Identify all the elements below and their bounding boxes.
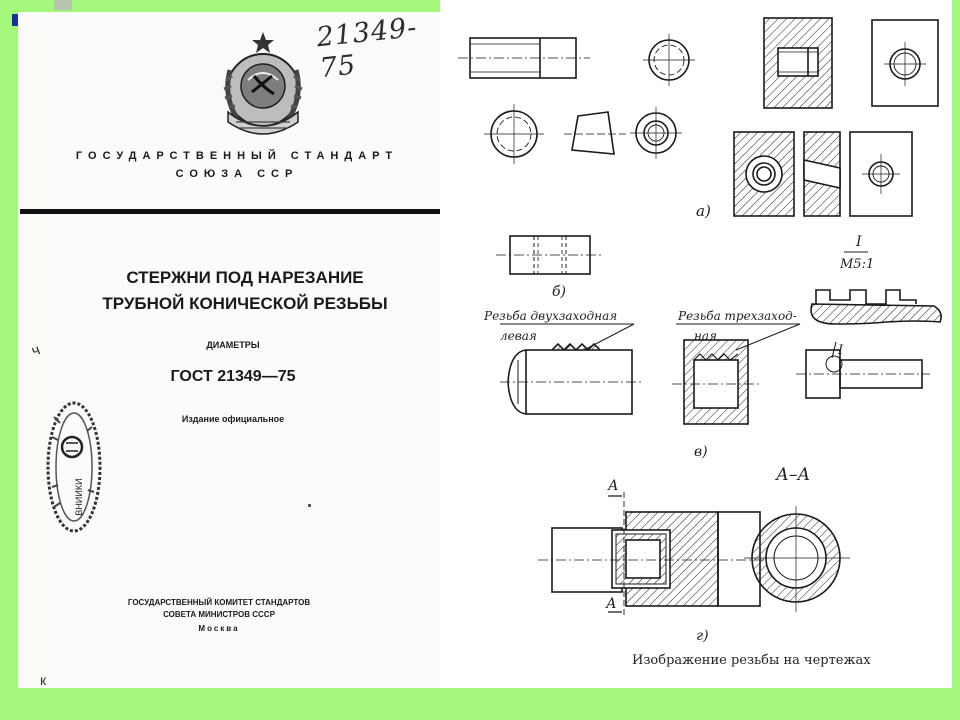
rod-two-start-thread bbox=[500, 342, 644, 415]
callout-three-start-line1: Резьба трехзаход- bbox=[677, 309, 797, 323]
detail-scale: М5:1 bbox=[839, 257, 874, 272]
rod-external-thread bbox=[458, 37, 590, 79]
label-g: г) bbox=[696, 628, 709, 644]
thread-end-view-3 bbox=[630, 107, 682, 159]
document-title-line1: СТЕРЖНИ ПОД НАРЕЗАНИЕ bbox=[126, 268, 364, 287]
section-mark-bottom: А bbox=[605, 596, 617, 612]
label-v: в) bbox=[694, 444, 708, 460]
label-a: а) bbox=[696, 202, 711, 220]
detail-marker: I bbox=[855, 234, 862, 250]
committee-line2: СОВЕТА МИНИСТРОВ СССР bbox=[163, 610, 275, 619]
publication-city: Москва bbox=[198, 624, 240, 633]
ussr-emblem-icon bbox=[223, 32, 303, 135]
callout-two-start-line1: Резьба двухзаходная bbox=[483, 309, 617, 323]
page-dot bbox=[308, 504, 311, 507]
document-title-line2: ТРУБНОЙ КОНИЧЕСКОЙ РЕЗЬБЫ bbox=[102, 294, 388, 313]
committee-line1: ГОСУДАРСТВЕННЫЙ КОМИТЕТ СТАНДАРТОВ bbox=[127, 598, 311, 607]
section-mark-top: А bbox=[607, 478, 619, 494]
label-b: б) bbox=[552, 284, 566, 300]
standard-title-page: 21349-75 ГОСУДАРСТВЕННЫЙ СТАНДАРТ СОЮЗА … bbox=[18, 12, 440, 688]
technical-drawings: а) б) в) г) I М5:1 I Резьба двухзаходная… bbox=[458, 17, 942, 668]
org-name-line2: СОЮЗА ССР bbox=[175, 168, 299, 180]
callout-three-start-line2: ная bbox=[694, 329, 717, 343]
thread-drawings-sheet: а) б) в) г) I М5:1 I Резьба двухзаходная… bbox=[440, 0, 952, 688]
plate-with-hole-view bbox=[871, 19, 939, 107]
detail-thread-profile bbox=[810, 289, 942, 325]
tapered-plug bbox=[564, 111, 626, 155]
handwritten-number: 21349-75 bbox=[315, 12, 419, 85]
stamp-text: ВНИИКИ bbox=[74, 478, 84, 515]
thread-end-view-2 bbox=[484, 104, 544, 164]
section-title: А–А bbox=[775, 465, 810, 485]
callout-two-start-line2: левая bbox=[500, 329, 537, 343]
margin-mark-bottom: к bbox=[40, 672, 47, 688]
corner-marker-blue bbox=[12, 14, 18, 26]
detail-marker-callout: I bbox=[837, 343, 844, 358]
hatched-block-with-hole bbox=[763, 17, 833, 109]
library-stamp-icon: ВНИИКИ bbox=[46, 401, 102, 533]
nut-three-start-thread bbox=[672, 339, 760, 425]
gost-code: ГОСТ 21349—75 bbox=[170, 368, 296, 385]
document-subtitle: ДИАМЕТРЫ bbox=[206, 340, 260, 350]
figure-caption: Изображение резьбы на чертежах bbox=[632, 653, 871, 668]
rod-in-part-with-detail bbox=[796, 349, 930, 399]
corner-marker-grey bbox=[54, 0, 72, 10]
org-name-line1: ГОСУДАРСТВЕННЫЙ СТАНДАРТ bbox=[75, 150, 399, 162]
threaded-joint-section bbox=[538, 492, 774, 616]
edition-note: Издание официальное bbox=[181, 414, 285, 424]
title-divider bbox=[20, 209, 440, 214]
thread-end-view-1 bbox=[643, 34, 695, 86]
section-a-a-circle bbox=[744, 506, 850, 612]
nut-section-views bbox=[733, 131, 913, 217]
sleeve-drawing-b bbox=[496, 235, 604, 275]
